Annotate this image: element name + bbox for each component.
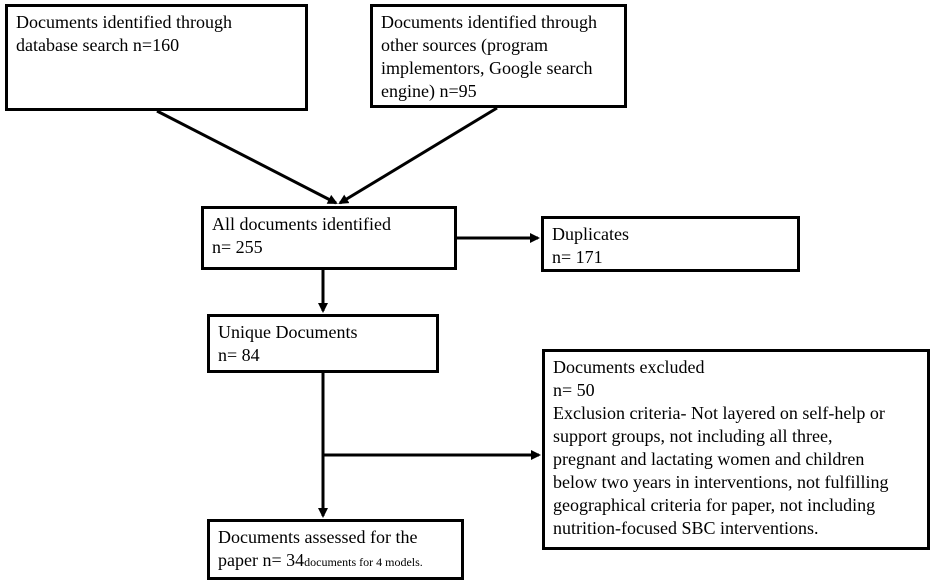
arrow-db-to-all [156,109,338,205]
box-text: n= 255 [212,237,263,257]
arrow-other-to-all [338,106,498,205]
box-text: Documents identified through [16,12,232,32]
box-text: support groups, not including all three, [553,426,833,446]
box-unique-documents: Unique Documents n= 84 [207,314,439,373]
box-duplicates: Duplicates n= 171 [541,216,800,272]
box-database-search: Documents identified through database se… [5,4,308,111]
box-other-sources: Documents identified through other sourc… [370,4,627,108]
box-text: other sources (program [381,35,548,55]
box-documents-assessed: Documents assessed for the paper n= 34do… [207,519,464,580]
box-text: database search n=160 [16,35,180,55]
box-text-small: documents for 4 models. [304,555,423,569]
box-text: Documents identified through [381,12,597,32]
box-documents-excluded: Documents excluded n= 50 Exclusion crite… [542,349,930,550]
box-text: Duplicates [552,224,629,244]
box-text: engine) n=95 [381,81,477,101]
box-text: nutrition-focused SBC interventions. [553,518,819,538]
box-all-identified: All documents identified n= 255 [201,206,457,270]
box-text: Exclusion criteria- Not layered on self-… [553,403,885,423]
box-text: geographical criteria for paper, not inc… [553,495,876,515]
box-text-row: paper n= 34documents for 4 models. [218,549,453,574]
box-text: n= 84 [218,345,260,365]
box-text: Unique Documents [218,322,358,342]
box-text: below two years in interventions, not fu… [553,472,889,492]
box-text: pregnant and lactating women and childre… [553,449,865,469]
box-text: Documents excluded [553,357,705,377]
box-text: Documents assessed for the [218,527,418,547]
box-text: implementors, Google search [381,58,593,78]
box-text: n= 171 [552,247,603,267]
box-text: n= 50 [553,380,595,400]
box-text: paper n= 34 [218,550,305,570]
box-text: All documents identified [212,214,391,234]
